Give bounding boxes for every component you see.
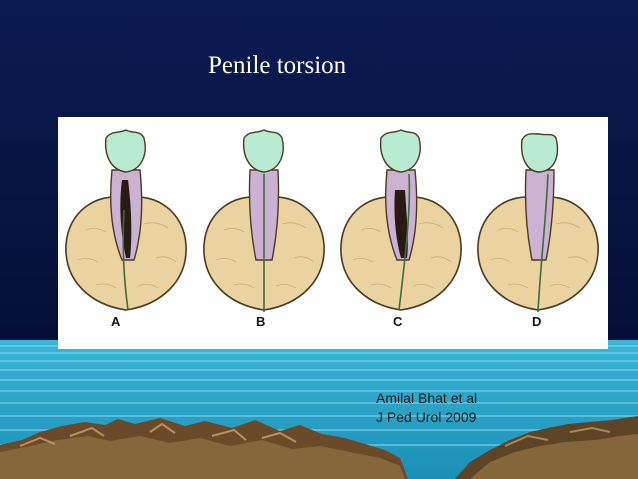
torsion-figure: A B C D bbox=[58, 117, 608, 349]
panel-label-c: C bbox=[393, 314, 403, 329]
panel-label-a: A bbox=[111, 314, 121, 329]
panel-label-d: D bbox=[532, 314, 541, 329]
panel-b bbox=[203, 129, 325, 312]
panel-label-b: B bbox=[256, 314, 265, 329]
citation: Amilal Bhat et al J Ped Urol 2009 bbox=[376, 389, 477, 427]
panel-c bbox=[340, 129, 462, 311]
mountain-range bbox=[0, 416, 638, 479]
citation-journal: J Ped Urol 2009 bbox=[376, 409, 477, 425]
panel-d bbox=[477, 133, 599, 313]
panel-a bbox=[65, 129, 187, 311]
slide-title: Penile torsion bbox=[208, 52, 347, 79]
torsion-illustration: A B C D bbox=[65, 129, 599, 329]
citation-authors: Amilal Bhat et al bbox=[376, 390, 478, 406]
